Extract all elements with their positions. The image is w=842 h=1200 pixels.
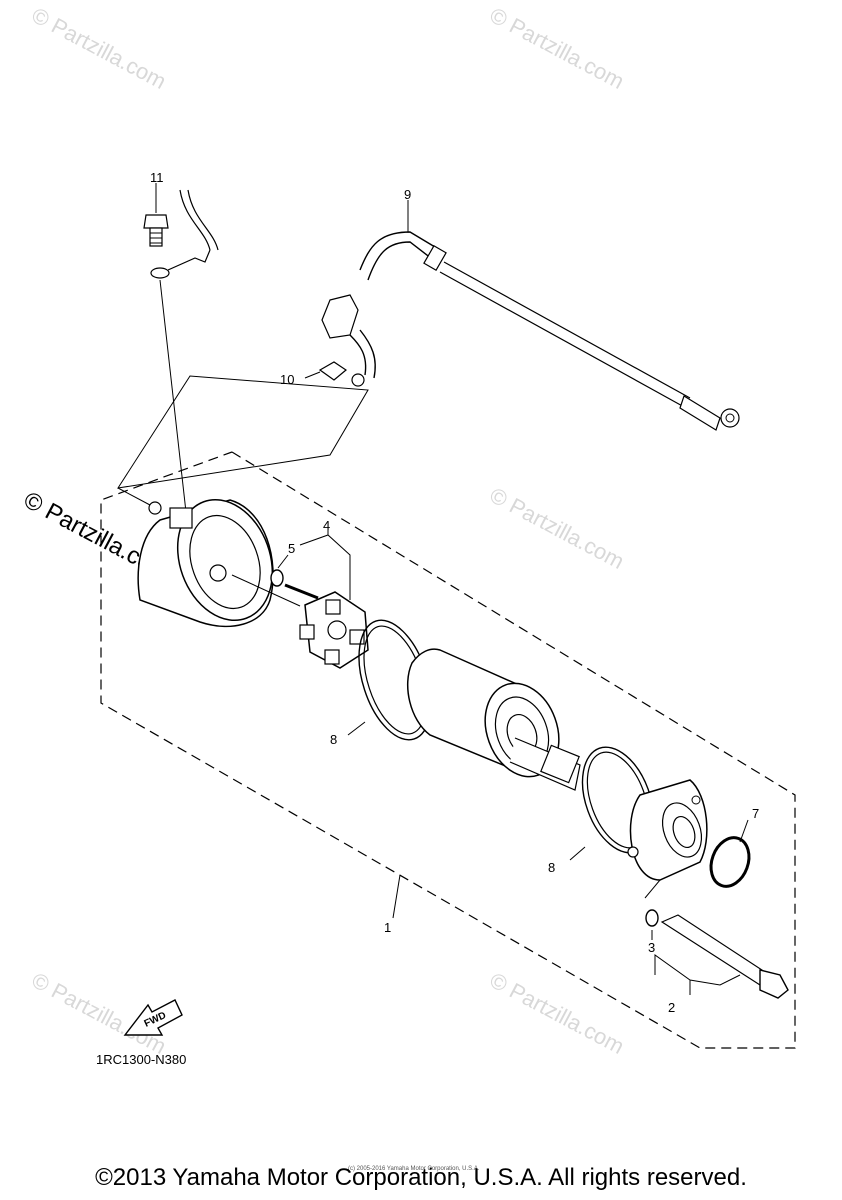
diagram-code: 1RC1300-N380 bbox=[96, 1052, 186, 1067]
watermark: © Partzilla.com bbox=[28, 2, 171, 94]
callout-9: 9 bbox=[404, 187, 411, 202]
front-cover bbox=[627, 779, 708, 899]
callout-10: 10 bbox=[280, 372, 294, 387]
o-ring-5 bbox=[270, 569, 284, 587]
callout-8-front: 8 bbox=[548, 860, 555, 875]
o-ring-7 bbox=[709, 819, 751, 888]
callout-2: 2 bbox=[668, 1000, 675, 1015]
watermark: © Partzilla.com bbox=[486, 482, 629, 574]
callout-4: 4 bbox=[323, 518, 330, 533]
starter-cable-9 bbox=[304, 200, 740, 431]
callout-8-rear: 8 bbox=[330, 732, 337, 747]
callout-11: 11 bbox=[150, 170, 164, 185]
copyright-footer: ©2013 Yamaha Motor Corporation, U.S.A. A… bbox=[95, 1164, 747, 1191]
callout-5: 5 bbox=[288, 541, 295, 556]
bolt-11 bbox=[143, 183, 219, 531]
rear-cover bbox=[137, 498, 301, 628]
fwd-arrow-icon: FWD bbox=[123, 999, 183, 1036]
callout-1: 1 bbox=[384, 920, 391, 935]
small-copyright: (c) 2005-2016 Yamaha Motor Corporation, … bbox=[348, 1166, 480, 1172]
assembly-outline bbox=[100, 451, 796, 1049]
bolt-2 bbox=[645, 909, 789, 999]
watermark: © Partzilla.com bbox=[486, 2, 629, 94]
leader-line bbox=[116, 375, 369, 489]
callout-7: 7 bbox=[752, 806, 759, 821]
brush-holder-4 bbox=[284, 525, 369, 669]
motor-yoke bbox=[406, 648, 581, 791]
watermark: © Partzilla.com bbox=[486, 967, 629, 1059]
callout-3: 3 bbox=[648, 940, 655, 955]
